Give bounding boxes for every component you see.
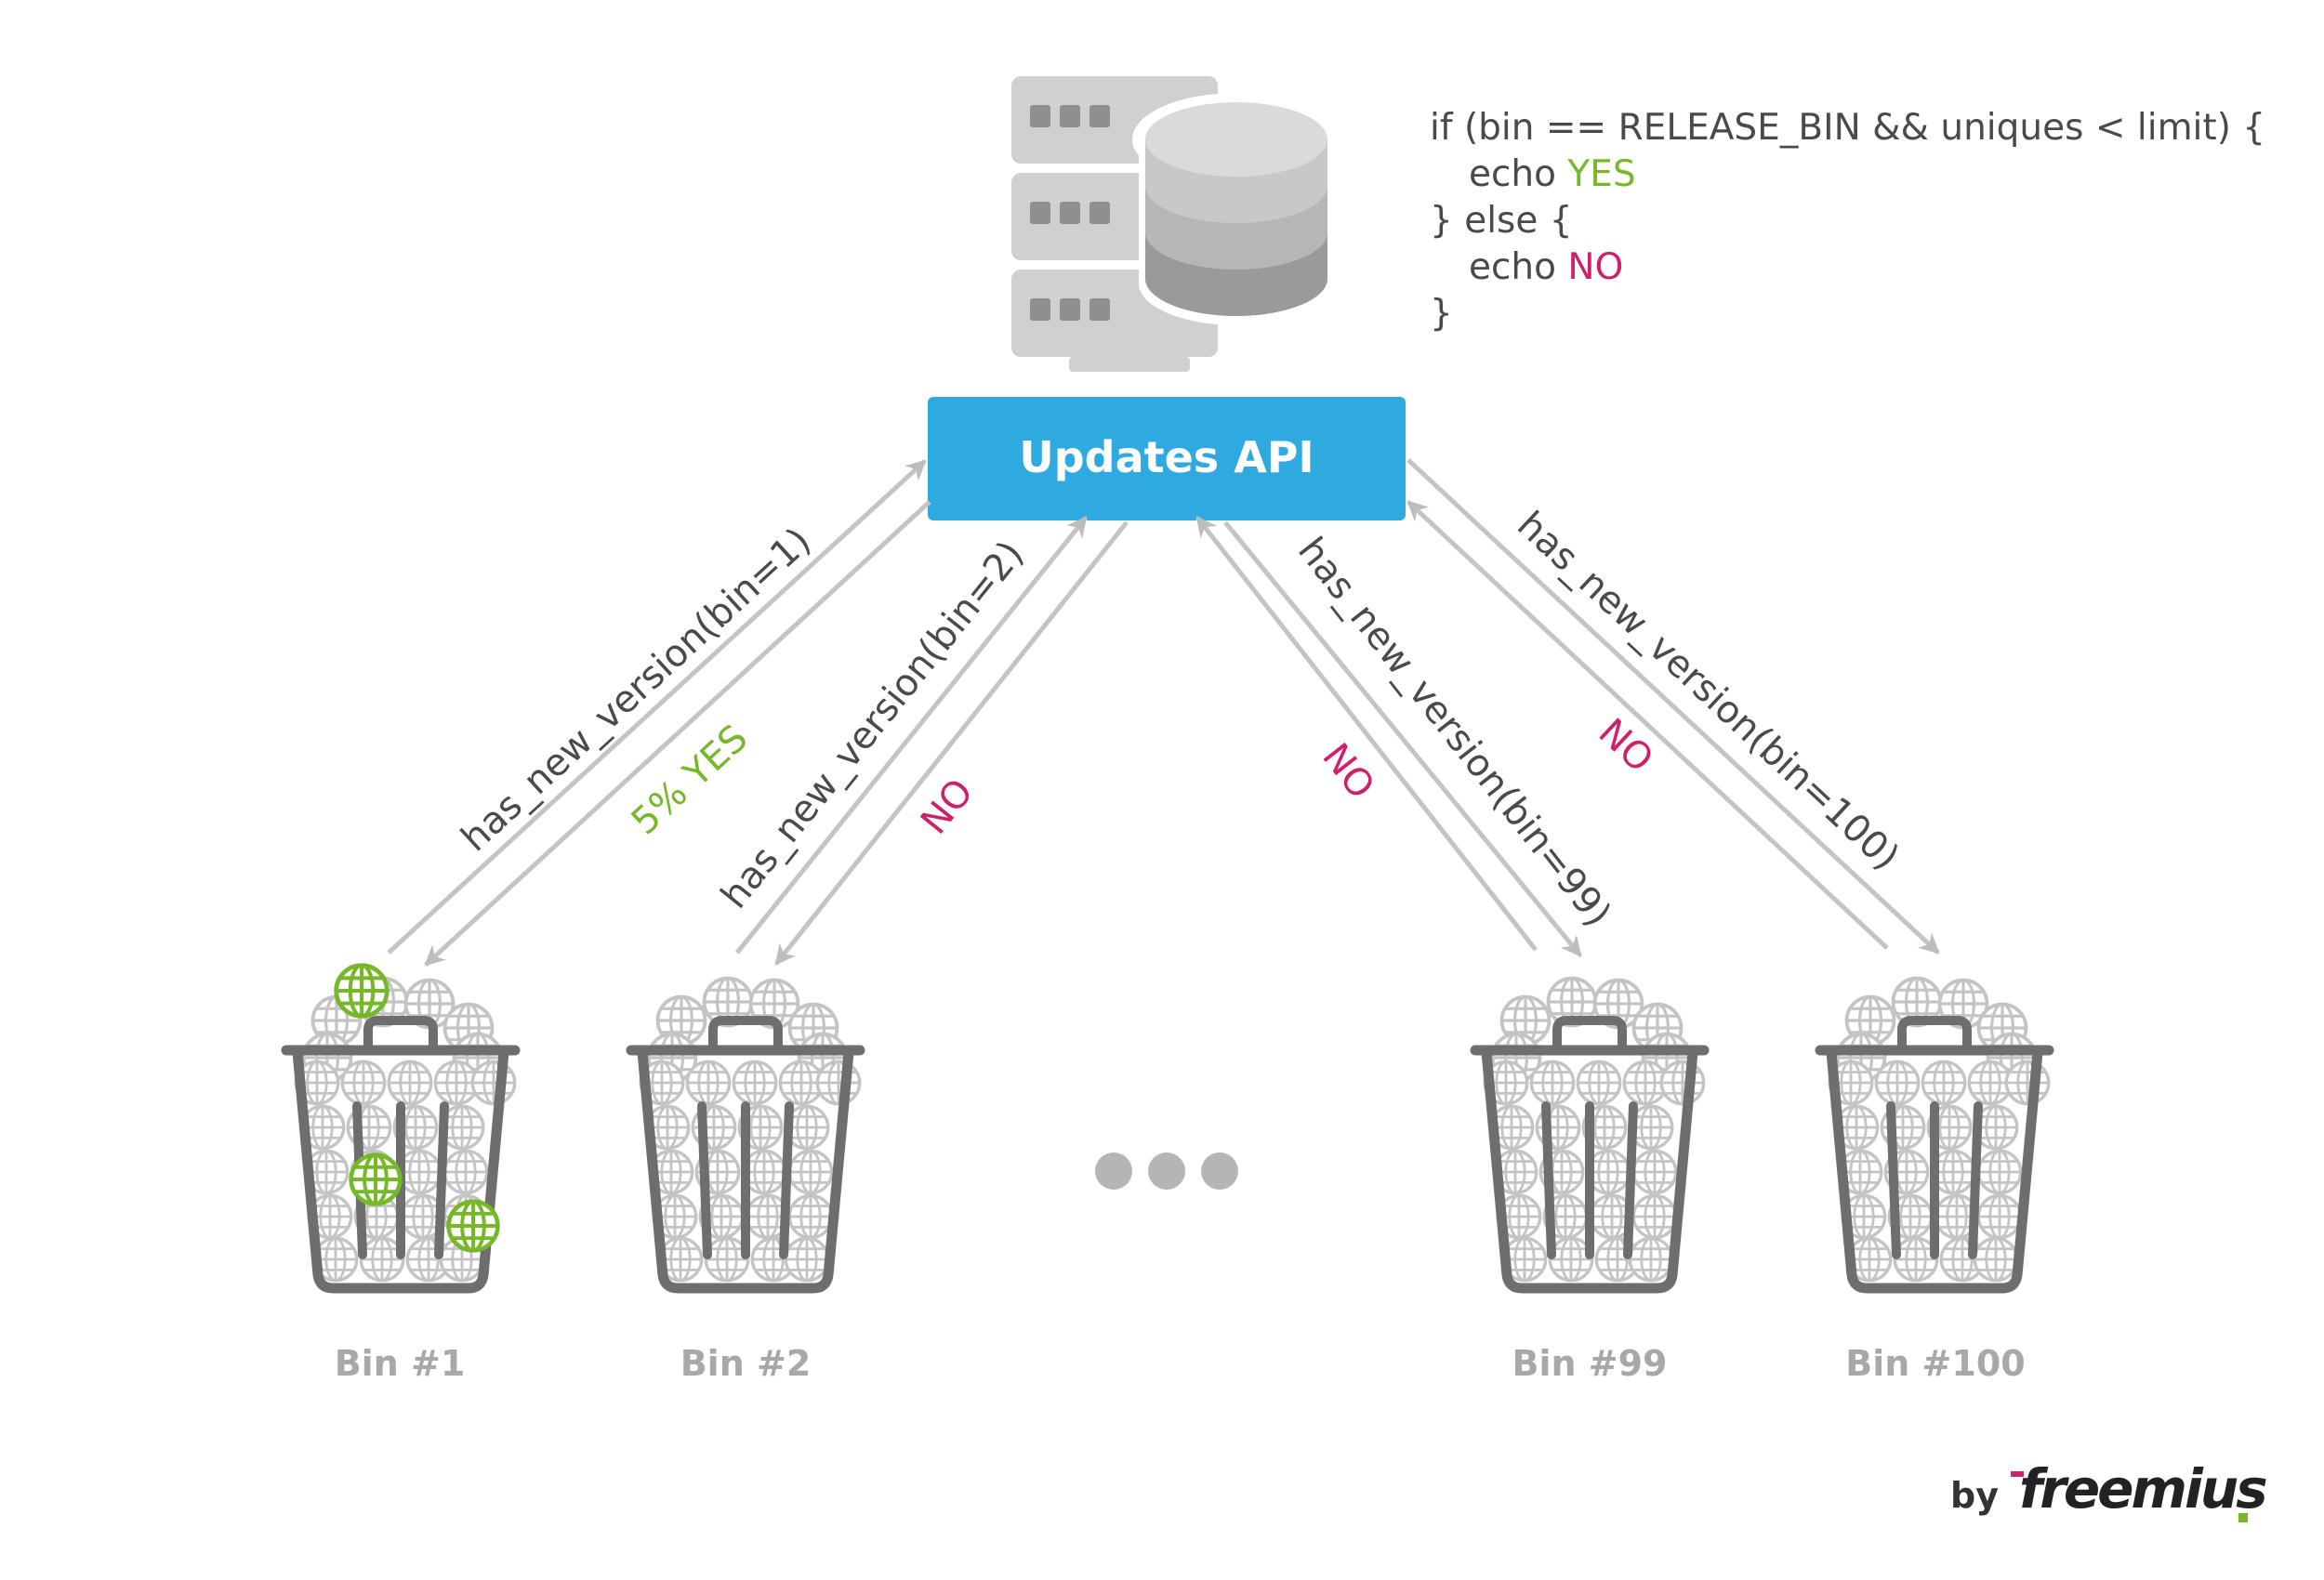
response-label-bin1: 5% YES: [624, 717, 757, 843]
pseudo-code: if (bin == RELEASE_BIN && uniques < limi…: [1430, 107, 2265, 335]
code-line-5: }: [1430, 293, 1453, 335]
globe-icon: [351, 1155, 401, 1205]
bin-label: Bin #100: [1845, 1343, 2025, 1384]
bin-2: [631, 979, 860, 1288]
bin-1: [286, 966, 515, 1288]
bin-100: [1820, 979, 2049, 1288]
by-label: by: [1950, 1475, 1999, 1516]
trash-bin-icon: [1820, 979, 2049, 1288]
updates-api-box: Updates API: [928, 397, 1406, 520]
bin-label: Bin #2: [680, 1343, 812, 1384]
response-label-bin100: NO: [1591, 711, 1661, 782]
ellipsis-icon: [1095, 1152, 1238, 1190]
arrow-request-bin100: [1406, 500, 1889, 950]
arrow-request-bin99: [1195, 516, 1538, 952]
arrow-request-bin2: [735, 516, 1088, 955]
updates-api-label: Updates API: [1019, 432, 1314, 482]
freemius-logo: by freemius: [1950, 1457, 2269, 1522]
trash-bin-icon: [631, 979, 860, 1288]
response-label-bin99: NO: [1314, 736, 1382, 808]
arrow-response-bin100: [1406, 458, 1940, 955]
globe-icon: [337, 966, 388, 1017]
request-label-bin100: has_new_version(bin=100): [1509, 504, 1907, 879]
bin-label: Bin #99: [1512, 1343, 1668, 1384]
code-line-3: } else {: [1430, 200, 1573, 242]
bin-99: [1475, 979, 1704, 1288]
server-database-icon: [1011, 76, 1340, 372]
code-line-1: if (bin == RELEASE_BIN && uniques < limi…: [1430, 107, 2265, 149]
arrow-response-bin1: [424, 500, 931, 967]
arrow-response-bin2: [774, 520, 1129, 966]
code-no: NO: [1567, 246, 1623, 288]
brand-name: freemius: [2019, 1457, 2266, 1521]
trash-bin-icon: [1475, 979, 1704, 1288]
code-line-4: echo NO: [1469, 246, 1623, 288]
arrow-request-bin1: [387, 459, 927, 955]
globe-icon: [449, 1202, 498, 1251]
request-response-arrows: [387, 458, 1940, 967]
code-yes: YES: [1566, 153, 1635, 195]
code-line-2: echo YES: [1469, 153, 1636, 195]
bin-label: Bin #1: [335, 1343, 466, 1384]
arrow-response-bin99: [1223, 520, 1582, 957]
